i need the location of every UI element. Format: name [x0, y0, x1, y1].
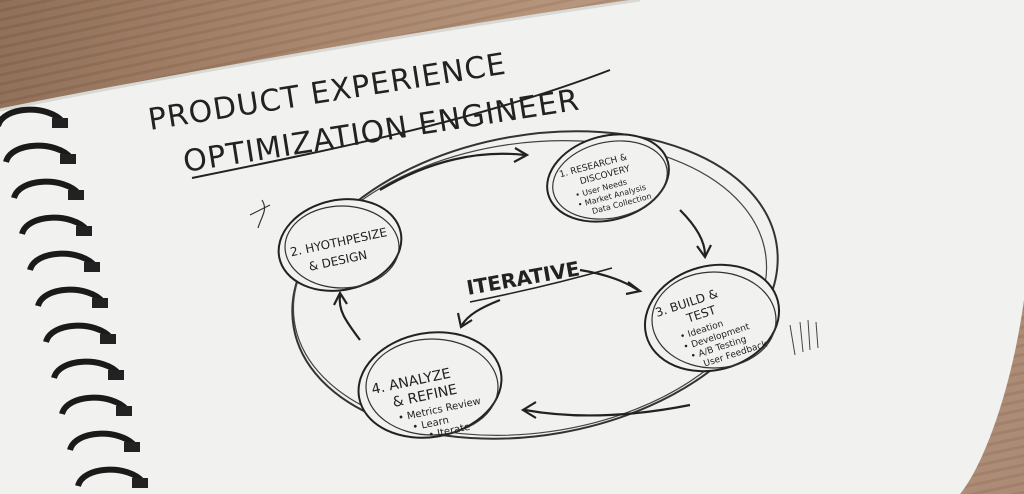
spiral-ring [0, 106, 66, 128]
spiral-ring [67, 430, 138, 452]
stage-analyze-refine: 4. ANALYZE & REFINE • Metrics Review • L… [357, 331, 503, 441]
spiral-ring [43, 322, 114, 344]
cycle-loop [291, 130, 779, 440]
spiral-hole [52, 118, 68, 128]
spiral-hole [60, 154, 76, 164]
spiral-ring [27, 250, 98, 272]
stage-hypothesize: 2. HYOTHPESIZE & DESIGN [277, 198, 403, 292]
spiral-ring [3, 142, 74, 164]
spiral-binding [0, 106, 148, 488]
cycle-arrows [333, 147, 712, 419]
spiral-ring [35, 286, 106, 308]
spiral-hole [68, 190, 84, 200]
spiral-ring [75, 466, 146, 488]
spiral-ring [59, 394, 130, 416]
spiral-ring [11, 178, 82, 200]
spiral-ring [19, 214, 90, 236]
stage-research: 1. RESEARCH & DISCOVERY • User Needs • M… [546, 133, 670, 223]
spiral-hole [132, 478, 148, 488]
stage-build-test: 3. BUILD & TEST • Ideation • Development… [643, 263, 781, 373]
spiral-ring [51, 358, 122, 380]
spiral-hole [92, 298, 108, 308]
spiral-hole [100, 334, 116, 344]
spiral-hole [76, 226, 92, 236]
spiral-hole [116, 406, 132, 416]
spiral-hole [84, 262, 100, 272]
spiral-hole [108, 370, 124, 380]
spiral-hole [124, 442, 140, 452]
